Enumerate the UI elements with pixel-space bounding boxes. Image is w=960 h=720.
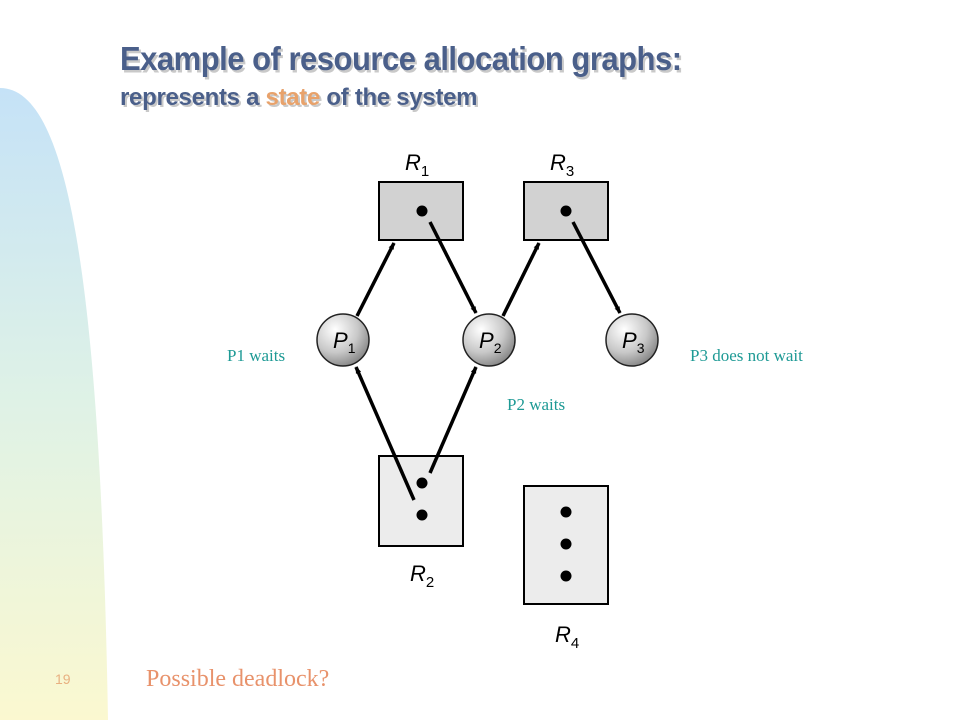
process-p1-label: P1 [333,328,356,356]
subtitle-suffix: of the system [320,84,478,111]
r3-instance-dot [560,205,572,217]
edge-r2-to-p1 [354,366,416,501]
edge-p1-to-r1 [355,242,396,317]
process-p2-label: P2 [479,328,502,356]
deadlock-question: Possible deadlock? [146,666,330,692]
process-p1-node [316,313,370,367]
resource-r4-label: R4 [555,622,579,652]
slide-number: 19 [55,671,71,687]
subtitle-highlight: state [265,84,321,111]
edge-r2-to-p2 [428,366,478,474]
subtitle-prefix: represents a [120,84,266,111]
r4-instance-dot [560,506,572,518]
r4-instance-dot [560,538,572,550]
r2-instance-dot [416,509,428,521]
resource-r2-box [378,455,464,547]
resource-r1-label: R1 [405,150,429,180]
resource-r2-label: R2 [410,561,434,591]
annotation-p3-does-not-wait: P3 does not wait [690,346,803,365]
r2-instance-dot [416,477,428,489]
background-swoosh [0,88,108,720]
process-p2-node [462,313,516,367]
process-p3-node [605,313,659,367]
annotation-p1-waits: P1 waits [227,346,286,365]
slide-subtitle: represents a state of the system [120,84,478,112]
resource-r3-label: R3 [550,150,574,180]
edge-r3-to-p3 [571,221,622,314]
process-p3-label: P3 [622,328,645,356]
edge-r1-to-p2 [428,221,478,314]
r1-instance-dot [416,205,428,217]
edge-p2-to-r3 [501,242,541,317]
resource-r3-box [523,181,609,241]
slide-title: Example of resource allocation graphs: [120,40,682,78]
r4-instance-dot [560,570,572,582]
annotation-p2-waits: P2 waits [507,395,566,414]
